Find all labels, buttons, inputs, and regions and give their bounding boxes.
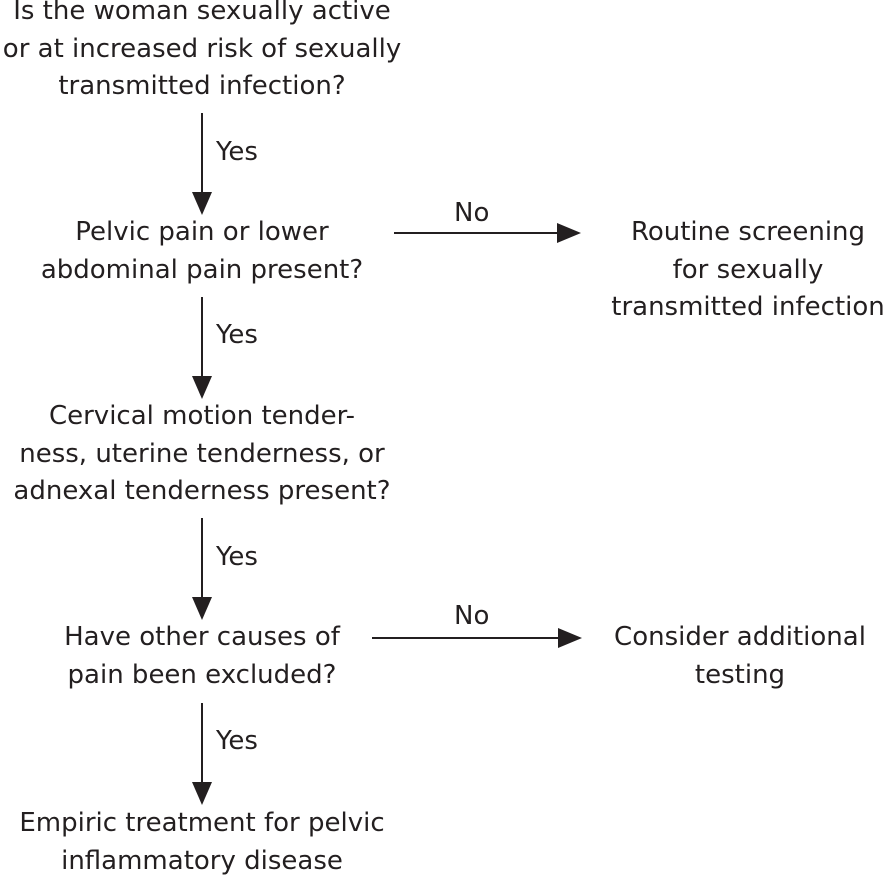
edge-label-no: No (454, 198, 489, 228)
arrowhead-q1-to-q2 (192, 192, 212, 215)
edge-label-no: No (454, 601, 489, 631)
arrowhead-q2-to-q3 (192, 376, 212, 399)
arrowhead-q4-to-testing (558, 628, 582, 648)
edge-label-yes: Yes (216, 542, 258, 572)
edge-label-yes: Yes (216, 726, 258, 756)
edge-label-yes: Yes (216, 137, 258, 167)
arrowhead-q2-to-routine (557, 223, 581, 243)
arrowhead-q3-to-q4 (192, 597, 212, 620)
edge-label-yes: Yes (216, 320, 258, 350)
arrowhead-q4-to-end (192, 782, 212, 805)
